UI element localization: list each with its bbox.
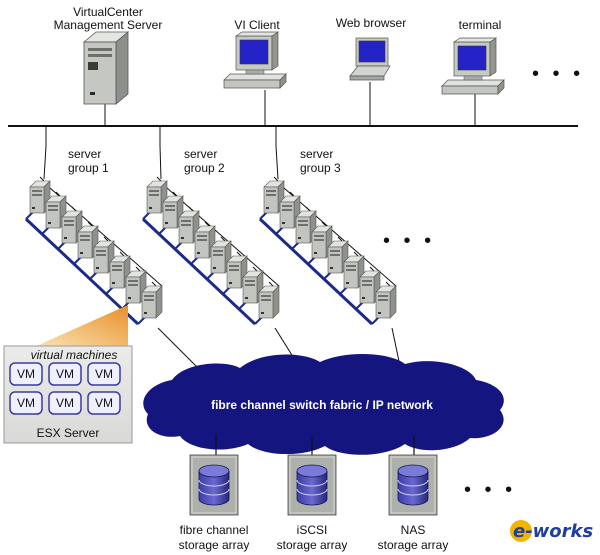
server-icon [141, 285, 163, 319]
storage-label: storage array [277, 538, 348, 552]
storage-label: NAS [401, 523, 426, 537]
vm-tile: VM [87, 362, 121, 386]
vm-label: VM [56, 396, 74, 410]
client-label: VirtualCenter [73, 5, 143, 19]
vm-label: VM [17, 396, 35, 410]
vm-tile: VM [9, 362, 43, 386]
vm-tile: VM [87, 391, 121, 415]
vm-label: VM [17, 367, 35, 381]
storage-nas: NAS storage array [378, 454, 449, 552]
esx-server-label: ESX Server [37, 426, 100, 440]
vm-grid: VM VM VM VM VM VM [9, 362, 121, 415]
server-group-label: group 2 [184, 161, 225, 175]
esx-vm-title: virtual machines [31, 348, 118, 362]
server-group-label: server [68, 147, 101, 161]
vm-tile: VM [48, 362, 82, 386]
client-label: terminal [459, 18, 502, 32]
vm-label: VM [95, 367, 113, 381]
storage-array-icon [287, 454, 337, 516]
desktop-computer-icon [223, 31, 287, 89]
server-icon [375, 285, 397, 319]
more-servers-ellipsis: • • • [383, 230, 435, 252]
server-group-label: group 1 [68, 161, 109, 175]
eworks-logo: e-works [510, 520, 594, 542]
client-management-server: VirtualCenter Management Server [54, 5, 163, 105]
storage-label: storage array [179, 538, 250, 552]
server-group-label: server [184, 147, 217, 161]
esx-callout-cone [34, 305, 128, 347]
client-label: Management Server [54, 18, 163, 32]
vm-label: VM [95, 396, 113, 410]
laptop-icon [349, 37, 391, 81]
storage-array-icon [388, 454, 438, 516]
vm-tile: VM [48, 391, 82, 415]
fabric-cloud [143, 353, 504, 455]
vm-label: VM [56, 367, 74, 381]
storage-label: iSCSI [297, 523, 328, 537]
svg-text:e-works: e-works [513, 521, 594, 542]
server-group-label: group 3 [300, 161, 341, 175]
client-web-browser: Web browser [336, 16, 406, 81]
storage-label: fibre channel [180, 523, 249, 537]
tower-server-icon [83, 31, 129, 105]
storage-fibre-channel: fibre channel storage array [179, 454, 250, 552]
storage-array-icon [189, 454, 239, 516]
server-group-label: server [300, 147, 333, 161]
storage-label: storage array [378, 538, 449, 552]
client-label: Web browser [336, 16, 406, 30]
desktop-computer-icon [441, 37, 505, 95]
client-label: VI Client [234, 18, 280, 32]
more-clients-ellipsis: • • • [532, 63, 584, 85]
vm-tile: VM [9, 391, 43, 415]
server-icon [258, 285, 280, 319]
fabric-label: fibre channel switch fabric / IP network [211, 398, 433, 412]
more-storage-ellipsis: • • • [464, 479, 516, 501]
storage-iscsi: iSCSI storage array [277, 454, 348, 552]
client-vi-client: VI Client [223, 18, 287, 89]
client-terminal: terminal [441, 18, 505, 95]
